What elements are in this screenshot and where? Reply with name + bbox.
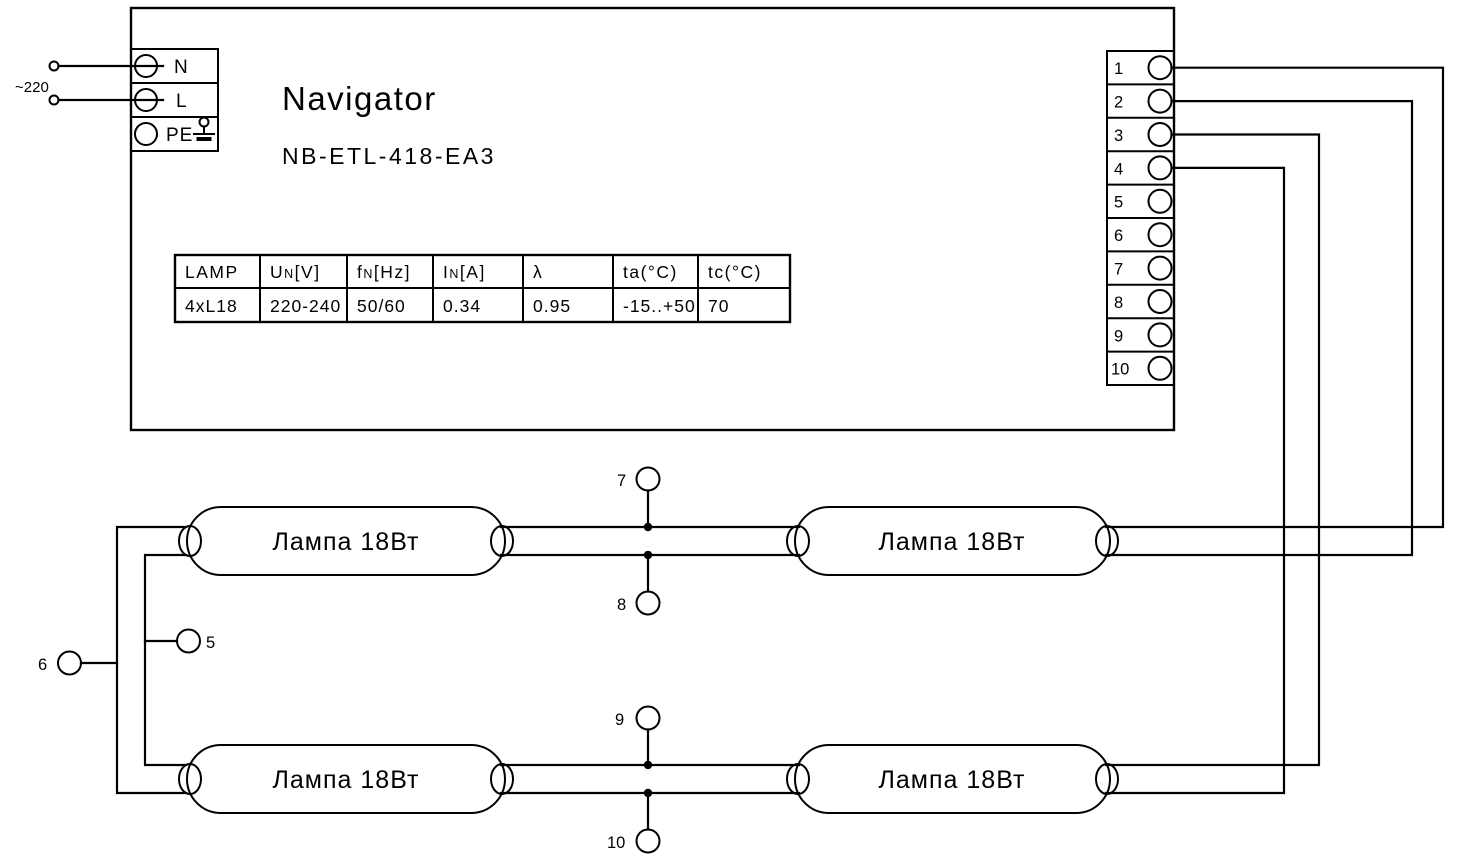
lamp-terminal-7-label: 7 [617, 472, 626, 490]
terminal-l-screw [134, 88, 158, 112]
lamp-4-tube [794, 744, 1111, 814]
table-value-voltage: 220-240 [270, 296, 341, 316]
model-number: NB-ETL-418-EA3 [282, 143, 496, 169]
brand-title: Navigator [282, 80, 437, 117]
lamp-3-right-electrode [490, 763, 514, 795]
lamp-terminal-10-label: 10 [607, 834, 625, 852]
output-terminal-10-screw [1147, 355, 1173, 381]
lamp-4-left-electrode [786, 763, 810, 795]
lamp-4-right-electrode [1095, 763, 1119, 795]
lamp-2: Лампа 18Вт [786, 506, 1119, 576]
lamp-2-right-electrode [1095, 525, 1119, 557]
earth-icon-circle [198, 116, 210, 128]
lamp-terminal-9-label: 9 [615, 711, 624, 729]
output-terminal-4-screw [1147, 155, 1173, 181]
output-terminal-3-screw [1147, 122, 1173, 147]
junction-dot [643, 760, 653, 770]
terminal-pe-screw [134, 122, 158, 146]
output-terminal-3-label: 3 [1114, 127, 1123, 145]
input-wire-end-l [48, 94, 60, 106]
wire-lamp1-to-lamp3-outer [115, 525, 188, 795]
table-value-current: 0.34 [443, 296, 481, 316]
table-header-lamp: LAMP [185, 262, 239, 282]
table-header-tc: tc(°C) [708, 262, 762, 282]
output-terminal-2-label: 2 [1114, 94, 1123, 112]
junction-dot [643, 788, 653, 798]
output-terminal-7-screw [1147, 255, 1173, 281]
lamp-terminal-7-circle [635, 466, 661, 492]
lamp-2-label: Лампа 18Вт [879, 528, 1026, 556]
terminal-pe-label: PE [166, 125, 193, 146]
spec-table: LAMP UN[V] fN[Hz] IN[A] λ ta(°C) tc(°C) … [173, 253, 792, 324]
table-value-tc: 70 [708, 296, 729, 316]
table-header-frequency: fN[Hz] [357, 262, 411, 282]
earth-ground-icon [193, 116, 215, 141]
lamp-1-right-electrode [490, 525, 514, 557]
lamp-3: Лампа 18Вт [178, 744, 514, 814]
output-terminal-10-label: 10 [1111, 361, 1129, 379]
output-terminal-5-label: 5 [1114, 194, 1123, 212]
lamp-1-tube [186, 506, 506, 576]
output-terminal-1-screw [1147, 55, 1173, 81]
table-value-frequency: 50/60 [357, 296, 406, 316]
lamp-2-left-electrode [786, 525, 810, 557]
lamp-1-left-electrode [178, 525, 202, 557]
output-terminal-8-screw [1147, 289, 1173, 314]
output-terminal-6-screw [1147, 222, 1173, 248]
wire-terminal4-to-lamp4 [1104, 166, 1286, 795]
output-terminal-block: 1 2 3 4 5 6 7 8 9 10 [1106, 50, 1175, 386]
table-value-ta: -15..+50 [623, 296, 696, 316]
output-terminal-2-screw [1147, 88, 1173, 114]
middle-wiring-bottom: 9 10 [499, 705, 801, 854]
output-terminal-7-label: 7 [1114, 261, 1123, 279]
lamp-terminal-5-label: 5 [206, 634, 215, 652]
output-terminal-9-screw [1147, 322, 1173, 348]
output-terminal-5-screw [1147, 188, 1173, 214]
lamp-4-label: Лампа 18Вт [879, 766, 1026, 794]
output-terminal-1-label: 1 [1114, 60, 1123, 78]
lamp-2-tube [794, 506, 1111, 576]
junction-dot [643, 522, 653, 532]
right-wiring [1104, 66, 1445, 795]
lamp-terminal-5-circle [176, 628, 201, 654]
table-header-current: IN[A] [443, 262, 486, 282]
terminal-n-screw [134, 54, 158, 78]
wire-lamp1-to-lamp3-inner [143, 553, 188, 767]
lamp-4: Лампа 18Вт [786, 744, 1119, 814]
lamp-terminal-8-label: 8 [617, 596, 626, 614]
lamp-3-label: Лампа 18Вт [273, 766, 420, 794]
table-header-lambda: λ [533, 262, 543, 282]
wire-terminal2-to-lamp2 [1104, 100, 1414, 557]
wire-terminal1-to-lamp2 [1104, 66, 1445, 529]
ballast-body-outline [129, 6, 1176, 432]
terminal-n-label: N [174, 57, 189, 78]
lamp-terminal-6-label: 6 [38, 656, 47, 674]
table-header-ta: ta(°C) [623, 262, 678, 282]
lamp-1-label: Лампа 18Вт [273, 528, 420, 556]
terminal-l-label: L [176, 91, 188, 112]
input-wire-end-n [48, 60, 60, 72]
table-header-voltage: UN[V] [270, 262, 321, 282]
lamp-3-left-electrode [178, 763, 202, 795]
input-terminal-block: ~220 N L PE [15, 48, 219, 152]
lamp-terminal-8-circle [635, 590, 661, 616]
lamp-3-tube [186, 744, 506, 814]
left-wiring: 5 6 [38, 525, 215, 795]
wire-terminal3-to-lamp4 [1104, 133, 1321, 767]
output-terminal-8-label: 8 [1114, 294, 1123, 312]
table-value-lambda: 0.95 [533, 296, 571, 316]
lamp-terminal-6-circle [57, 650, 82, 676]
output-terminal-6-label: 6 [1114, 227, 1123, 245]
junction-dot [643, 550, 653, 560]
output-terminal-9-label: 9 [1114, 327, 1123, 345]
output-terminal-4-label: 4 [1114, 160, 1123, 178]
lamp-terminal-10-circle [635, 828, 661, 854]
table-value-lamp: 4xL18 [185, 296, 238, 316]
mains-voltage-label: ~220 [15, 79, 49, 96]
lamp-terminal-9-circle [635, 705, 661, 731]
lamp-1: Лампа 18Вт [178, 506, 514, 576]
middle-wiring-top: 7 8 [499, 466, 801, 616]
